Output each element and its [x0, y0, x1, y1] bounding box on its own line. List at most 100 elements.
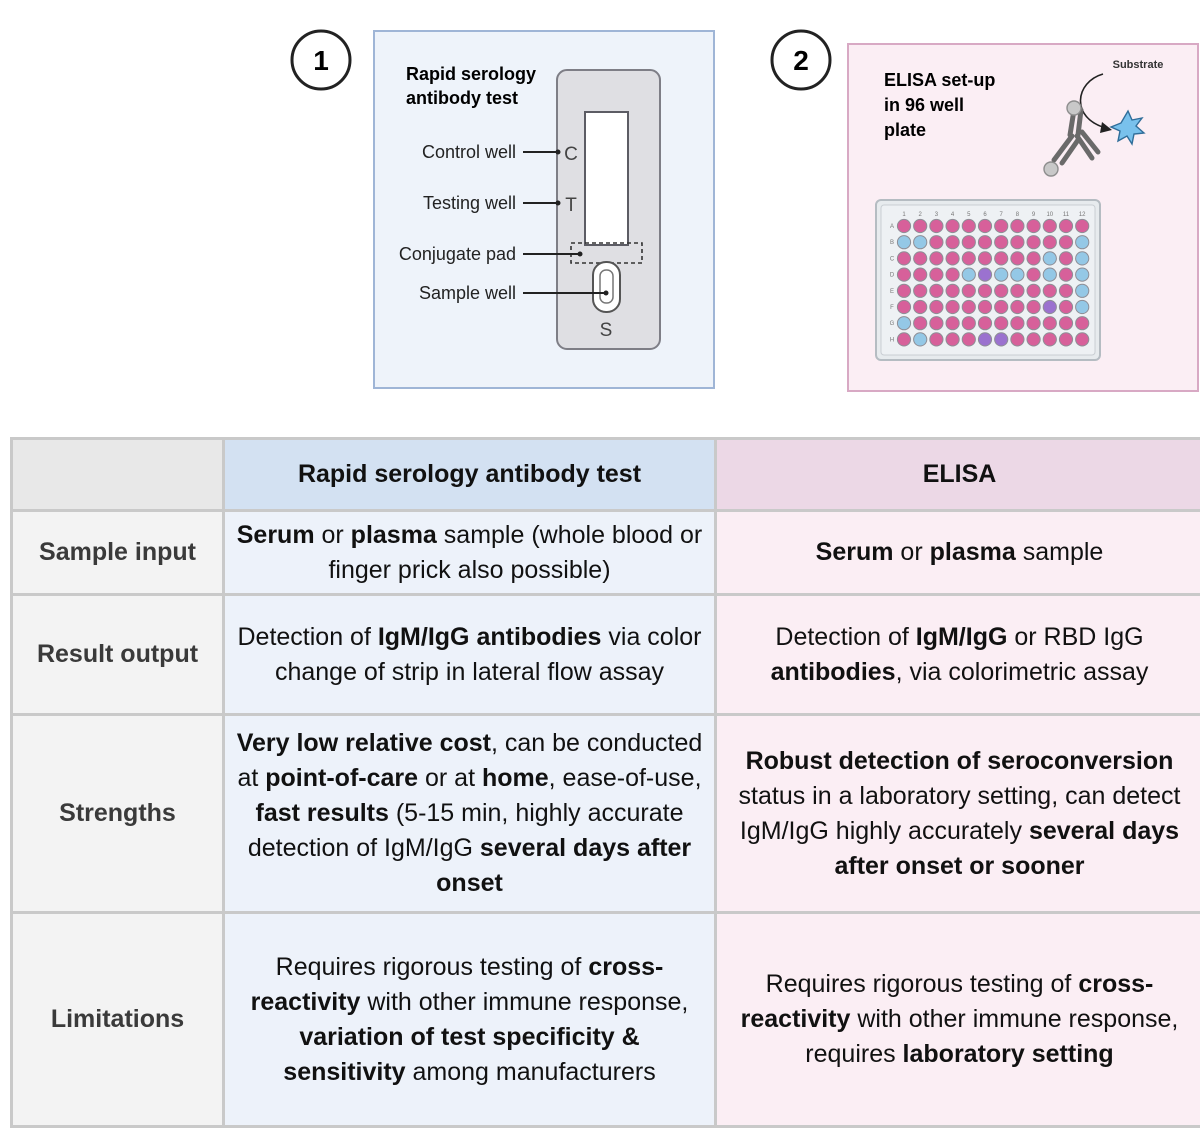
- plate-well: [897, 300, 910, 313]
- plate-row-label: D: [890, 273, 895, 279]
- plate-well: [1011, 284, 1024, 297]
- body-text: Requires rigorous testing of: [276, 953, 589, 981]
- plate-well: [995, 219, 1008, 232]
- table-row: Strengths Very low relative cost, can be…: [12, 715, 1200, 913]
- plate-well: [962, 284, 975, 297]
- substrate-label: Substrate: [1113, 59, 1164, 71]
- label-conjugate-pad: Conjugate pad: [399, 244, 516, 264]
- plate-well: [897, 219, 910, 232]
- plate-row-label: H: [890, 337, 894, 343]
- plate-row-label: B: [890, 240, 894, 246]
- plate-well: [978, 236, 991, 249]
- sample-well-inner: [600, 270, 613, 303]
- plate-well: [914, 236, 927, 249]
- plate-row-label: F: [890, 305, 894, 311]
- plate-well: [1027, 317, 1040, 330]
- comparison-table: Rapid serology antibody test ELISA Sampl…: [10, 437, 1200, 1128]
- plate-well: [914, 317, 927, 330]
- plate-well: [1011, 333, 1024, 346]
- plate-well: [1043, 284, 1056, 297]
- rapid-test-illustration: 1 Rapid serology antibody test C T S Con…: [0, 0, 730, 400]
- plate-well: [962, 236, 975, 249]
- body-text: or: [315, 521, 351, 549]
- plate-well: [995, 284, 1008, 297]
- cell-elisa-result-output: Detection of IgM/IgG or RBD IgG antibodi…: [716, 595, 1200, 715]
- cell-elisa-limitations: Requires rigorous testing of cross-react…: [716, 913, 1200, 1127]
- plate-well: [962, 300, 975, 313]
- plate-well: [978, 268, 991, 281]
- emphasis-text: antibodies: [771, 658, 896, 686]
- strip-letter-c: C: [564, 144, 578, 165]
- plate-well: [930, 219, 943, 232]
- plate-well: [1043, 252, 1056, 265]
- emphasis-text: home: [482, 764, 549, 792]
- plate-well: [897, 268, 910, 281]
- plate-well: [1059, 236, 1072, 249]
- emphasis-text: IgM/IgG antibodies: [378, 623, 602, 651]
- plate-well: [946, 268, 959, 281]
- leader-dot-conjugate: [578, 252, 583, 257]
- plate-well: [1076, 300, 1089, 313]
- panel-2-title-line2: in 96 well: [884, 95, 964, 115]
- plate-well: [995, 252, 1008, 265]
- emphasis-text: Serum: [816, 538, 894, 566]
- plate-well: [962, 252, 975, 265]
- plate-well: [930, 252, 943, 265]
- plate-well: [946, 236, 959, 249]
- plate-well: [1043, 236, 1056, 249]
- plate-well: [897, 333, 910, 346]
- plate-well: [1076, 317, 1089, 330]
- plate-well: [1076, 219, 1089, 232]
- plate-well: [962, 333, 975, 346]
- header-elisa: ELISA: [716, 439, 1200, 511]
- emphasis-text: plasma: [351, 521, 437, 549]
- plate-well: [897, 252, 910, 265]
- emphasis-text: Serum: [237, 521, 315, 549]
- table-row: Limitations Requires rigorous testing of…: [12, 913, 1200, 1127]
- plate-row-label: A: [890, 224, 894, 230]
- panel-1-number: 1: [313, 45, 329, 76]
- plate-well: [1043, 268, 1056, 281]
- plate-well: [995, 333, 1008, 346]
- plate-well: [1043, 219, 1056, 232]
- plate-well: [930, 300, 943, 313]
- emphasis-text: laboratory setting: [903, 1040, 1114, 1068]
- cell-rapid-sample-input: Serum or plasma sample (whole blood or f…: [224, 511, 716, 595]
- plate-well: [978, 317, 991, 330]
- cell-elisa-sample-input: Serum or plasma sample: [716, 511, 1200, 595]
- strip-letter-s: S: [600, 320, 613, 341]
- leader-dot-sample: [604, 291, 609, 296]
- emphasis-text: point-of-care: [265, 764, 418, 792]
- cell-rapid-result-output: Detection of IgM/IgG antibodies via colo…: [224, 595, 716, 715]
- row-label-result-output: Result output: [12, 595, 224, 715]
- plate-well: [1011, 236, 1024, 249]
- plate-well: [978, 252, 991, 265]
- plate-well: [897, 284, 910, 297]
- panel-2-title-line1: ELISA set-up: [884, 70, 995, 90]
- cell-rapid-limitations: Requires rigorous testing of cross-react…: [224, 913, 716, 1127]
- plate-well: [914, 284, 927, 297]
- row-label-limitations: Limitations: [12, 913, 224, 1127]
- plate-well: [1043, 300, 1056, 313]
- emphasis-text: Robust detection of seroconversion: [746, 747, 1174, 775]
- body-text: among manufacturers: [406, 1058, 656, 1086]
- plate-well: [1076, 236, 1089, 249]
- row-label-sample-input: Sample input: [12, 511, 224, 595]
- plate-well: [995, 317, 1008, 330]
- plate-well: [1076, 333, 1089, 346]
- plate-well: [897, 317, 910, 330]
- strip-letter-t: T: [565, 195, 577, 216]
- plate-well: [930, 333, 943, 346]
- plate-well: [1011, 219, 1024, 232]
- plate-well: [1059, 317, 1072, 330]
- plate-well: [914, 219, 927, 232]
- table-header-row: Rapid serology antibody test ELISA: [12, 439, 1200, 511]
- emphasis-text: Very low relative cost: [237, 729, 491, 757]
- result-window: [585, 112, 628, 245]
- plate-well: [914, 252, 927, 265]
- plate-well: [946, 317, 959, 330]
- plate-well: [930, 317, 943, 330]
- plate-well: [897, 236, 910, 249]
- plate-well: [1059, 268, 1072, 281]
- plate-well: [914, 268, 927, 281]
